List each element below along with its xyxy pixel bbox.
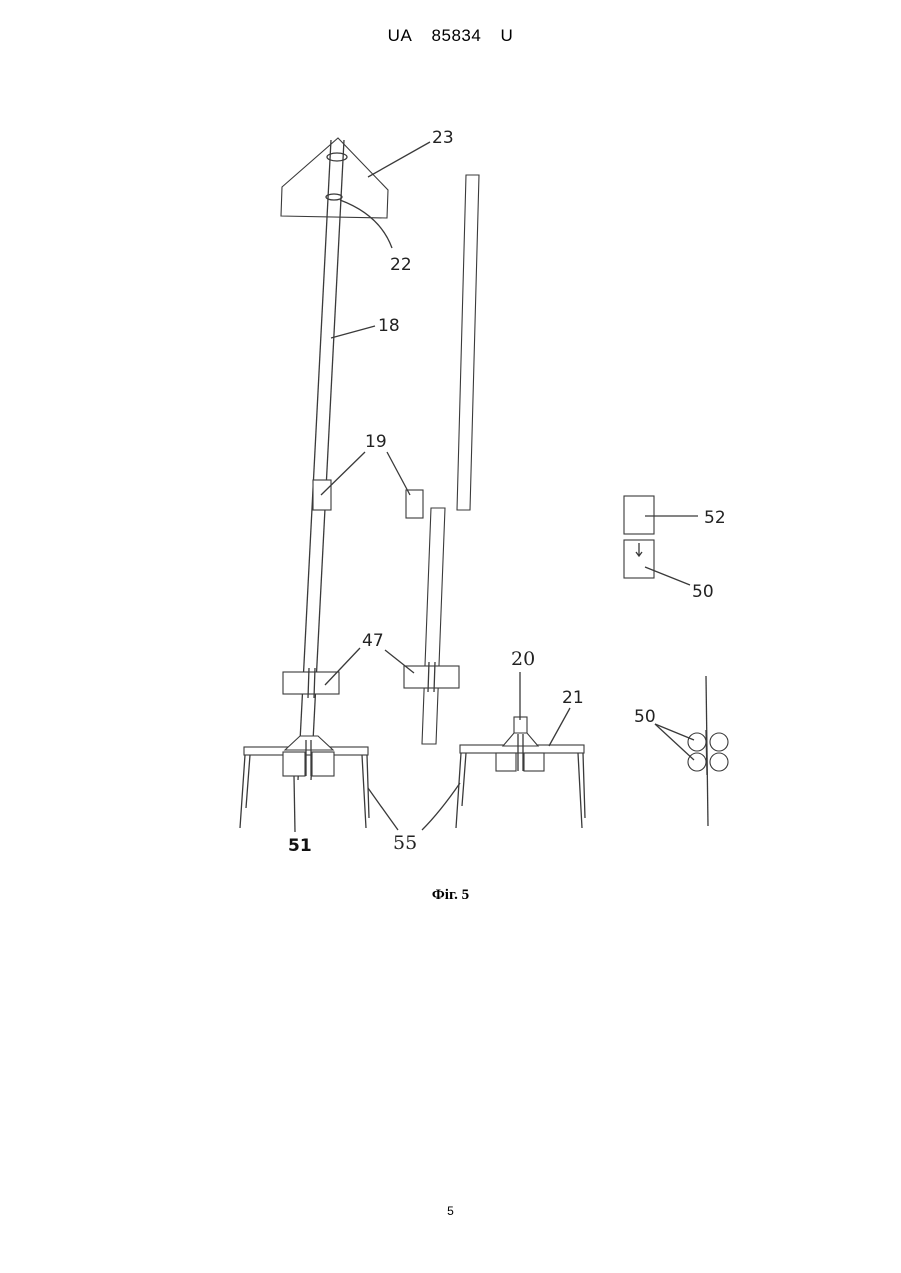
label-18: 18 — [378, 316, 400, 336]
clamp-47-left — [283, 668, 339, 698]
label-19: 19 — [365, 432, 387, 452]
base-left — [240, 736, 369, 828]
block-52 — [624, 496, 654, 534]
figure-caption: Фіг. 5 — [0, 887, 901, 904]
pole-segment-lower — [422, 508, 445, 744]
clamp-47-right — [404, 662, 459, 692]
base-right — [456, 717, 585, 828]
pole-segment-upper — [457, 175, 479, 510]
label-20: 20 — [511, 648, 535, 670]
label-23: 23 — [432, 128, 454, 148]
leader-lines — [294, 142, 698, 832]
page-number: 5 — [0, 1204, 901, 1218]
head-23 — [281, 138, 388, 218]
label-50-block: 50 — [692, 582, 714, 602]
coupling-19 — [313, 480, 331, 510]
socket-51 — [283, 752, 305, 776]
label-51: 51 — [288, 836, 312, 856]
label-47: 47 — [362, 631, 384, 651]
label-22: 22 — [390, 255, 412, 275]
label-52: 52 — [704, 508, 726, 528]
rollers-50 — [688, 676, 728, 826]
label-50-rollers: 50 — [634, 707, 656, 727]
coupling-19-separate — [406, 490, 423, 518]
label-21: 21 — [562, 688, 584, 708]
label-55: 55 — [393, 832, 417, 854]
